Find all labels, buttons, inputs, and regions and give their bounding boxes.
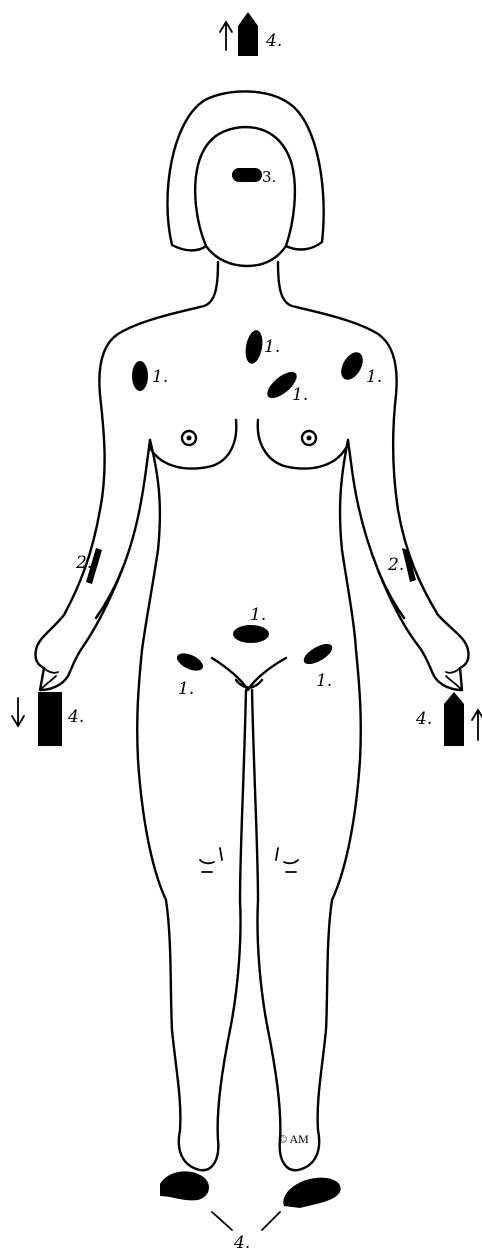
label-shoulder-right: 1. bbox=[366, 367, 382, 387]
left-side-outline bbox=[35, 262, 218, 690]
label-hand-left: 4. bbox=[67, 707, 84, 727]
hair-inner-left bbox=[172, 245, 206, 250]
leg-left-outer bbox=[138, 690, 246, 1170]
right-side-outline bbox=[278, 262, 469, 690]
foot-left-mark bbox=[160, 1171, 209, 1200]
label-hip-left: 1. bbox=[178, 679, 194, 699]
hip-right-mark bbox=[301, 640, 336, 668]
face-outline bbox=[195, 127, 295, 266]
pubic-mark bbox=[233, 625, 269, 643]
head-top-mark bbox=[238, 12, 258, 56]
torso-right bbox=[340, 440, 361, 760]
hand-left-mark bbox=[38, 692, 62, 746]
hand-right-arrow bbox=[472, 710, 482, 740]
label-forearm-left: 2. bbox=[75, 553, 92, 573]
torso-left bbox=[137, 440, 160, 760]
label-forearm-right: 2. bbox=[387, 555, 404, 575]
head-top-arrow bbox=[220, 22, 232, 50]
nipple-right bbox=[307, 436, 312, 441]
label-hand-right: 4. bbox=[415, 709, 432, 729]
label-shoulder-left: 1. bbox=[152, 367, 168, 387]
face-mark bbox=[232, 168, 262, 182]
marks bbox=[12, 12, 482, 1230]
copyright: © AM bbox=[278, 1132, 309, 1146]
label-pubic: 1. bbox=[250, 605, 266, 625]
label-feet: 4. bbox=[233, 1233, 250, 1253]
shoulder-left-mark bbox=[132, 361, 148, 391]
label-hip-right: 1. bbox=[316, 671, 332, 691]
nipple-left bbox=[187, 436, 192, 441]
inner-arm-right bbox=[378, 570, 404, 618]
hand-left-arrow bbox=[12, 698, 24, 726]
shoulder-right-mark bbox=[337, 349, 368, 384]
inner-arm-left bbox=[96, 570, 122, 618]
pelvis-line bbox=[212, 658, 286, 690]
feet-pointer-lines bbox=[212, 1212, 280, 1230]
foot-right-mark bbox=[283, 1178, 340, 1208]
label-head-top: 4. bbox=[265, 31, 282, 51]
label-chest-diag: 1. bbox=[292, 385, 308, 405]
breast-right bbox=[258, 420, 346, 469]
leg-right-outer bbox=[252, 690, 360, 1170]
label-chest-center: 1. bbox=[264, 337, 280, 357]
chest-center-mark bbox=[243, 329, 265, 365]
label-face: 3. bbox=[262, 168, 276, 186]
knee-right bbox=[276, 848, 298, 872]
hand-right-mark bbox=[444, 692, 464, 746]
hip-left-mark bbox=[174, 650, 205, 675]
knee-left bbox=[200, 848, 222, 872]
